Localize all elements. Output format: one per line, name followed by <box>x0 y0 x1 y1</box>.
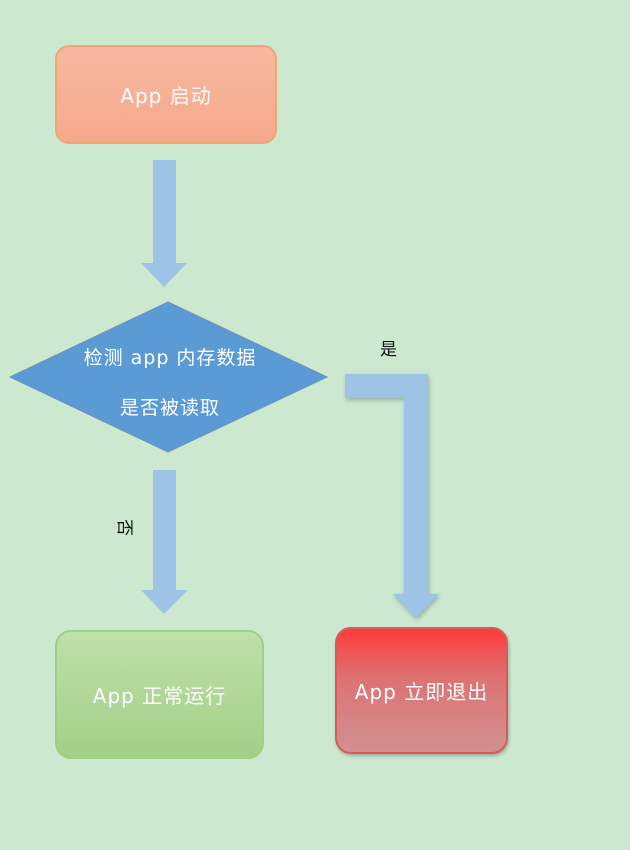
start-node: App 启动 <box>55 45 277 144</box>
start-node-label: App 启动 <box>120 84 212 108</box>
exit-node: App 立即退出 <box>335 627 508 754</box>
decision-label-line1: 检测 app 内存数据 <box>83 347 257 369</box>
decision-label-line2: 是否被读取 <box>119 397 220 419</box>
run-node: App 正常运行 <box>55 630 264 759</box>
edge-label-yes: 是 <box>380 340 397 360</box>
arrow-decision-to-exit <box>345 374 439 618</box>
decision-diamond <box>8 301 329 453</box>
arrow-start-to-decision <box>141 160 187 287</box>
run-node-label: App 正常运行 <box>92 684 227 708</box>
exit-node-label: App 立即退出 <box>354 680 489 704</box>
edge-label-no: 否 <box>114 519 134 536</box>
arrow-decision-to-run <box>141 470 188 614</box>
